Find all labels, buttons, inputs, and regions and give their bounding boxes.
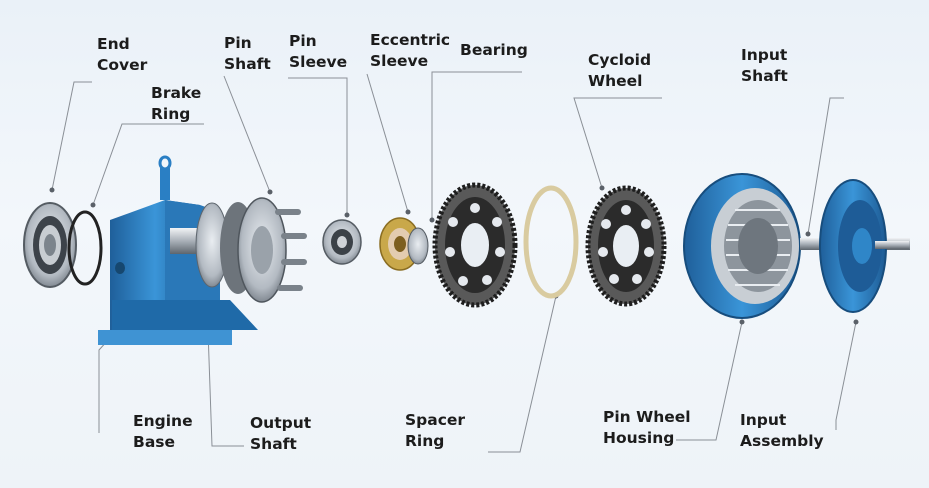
leader-pin-shaft [223,75,271,193]
leader-end-cover [51,81,92,191]
pin-wheel-housing-part [683,173,801,319]
leader-brake-ring [92,123,204,206]
cycloid-wheel-1-part [432,182,518,308]
pin-shafts-part [275,209,307,291]
spacer-ring-part [523,185,579,299]
end-cover-part [23,202,77,288]
output-shaft-part [170,197,287,303]
input-assembly-part [819,179,909,313]
leader-eccentric-sleeve [366,73,409,213]
leader-bearing [431,71,522,220]
leader-pin-sleeve [288,77,348,215]
cycloid-wheel-2-part [585,185,667,307]
leader-cycloid-wheel [573,97,662,189]
leader-output-shaft [207,329,244,447]
leader-input-shaft [807,97,844,235]
label-bearing: Bearing [460,41,528,59]
leader-lines [51,71,857,453]
leader-input-assembly [835,321,857,430]
bearing-part [407,227,429,265]
leader-pin-wheel-housing [676,321,743,441]
leader-engine-base [98,337,111,433]
brake-ring-part [67,210,103,286]
leader-spacer-ring [488,295,557,453]
pin-sleeve-part [322,219,362,265]
